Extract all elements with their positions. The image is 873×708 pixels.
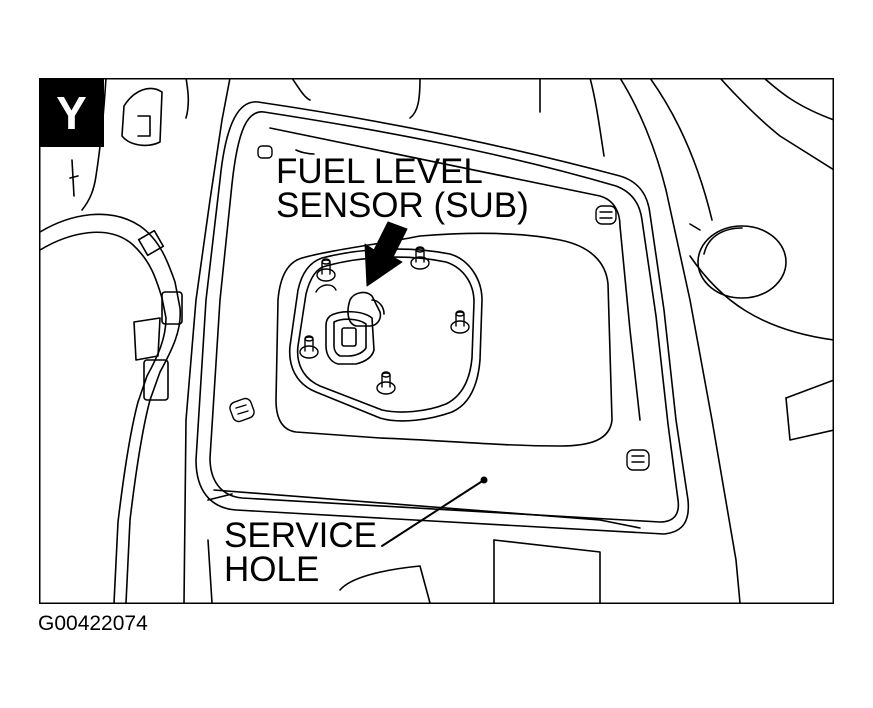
service-hole-leader <box>381 476 488 547</box>
callout-line: HOLE <box>224 550 320 589</box>
sensor-connector <box>325 291 385 365</box>
callout-line: SENSOR (SUB) <box>276 186 529 225</box>
fuel-level-sensor-callout: FUEL LEVEL SENSOR (SUB) <box>276 152 529 225</box>
figure-frame <box>39 78 834 604</box>
panel-clips <box>229 145 650 471</box>
service-hole-callout: SERVICE HOLE <box>224 516 378 589</box>
callout-line: FUEL LEVEL <box>276 152 483 191</box>
right-body-features <box>689 223 834 441</box>
callout-line: SERVICE <box>224 516 378 555</box>
fuel-sender-flange <box>288 248 483 422</box>
view-letter: Y <box>56 86 87 139</box>
service-hole-recess <box>195 101 690 604</box>
wiring-harness <box>39 213 183 604</box>
access-cover <box>275 232 613 447</box>
figure-id: G00422074 <box>38 612 148 635</box>
flange-bolts <box>299 246 470 395</box>
diagram-drawing <box>39 78 834 604</box>
body-panel-details <box>69 78 834 604</box>
view-letter-badge: Y <box>39 78 104 147</box>
sensor-pointer-arrow <box>364 221 408 287</box>
